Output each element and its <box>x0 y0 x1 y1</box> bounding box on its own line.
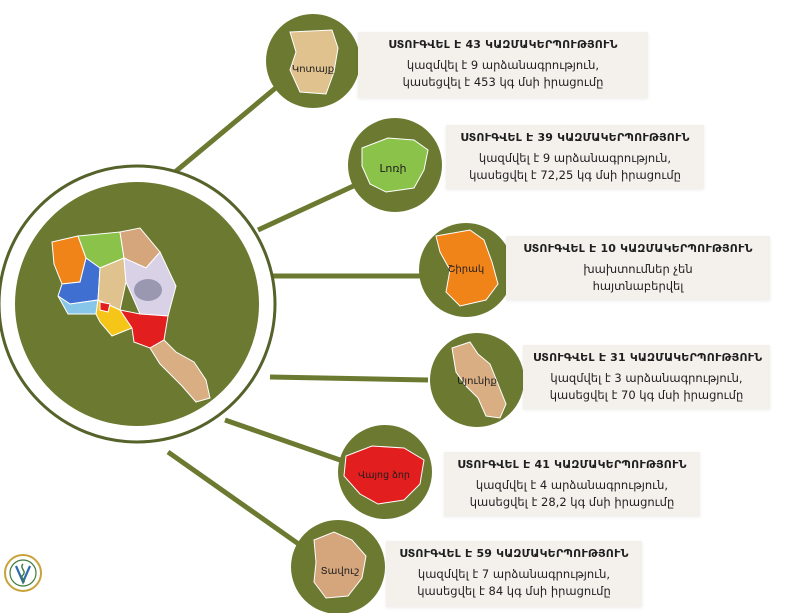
map-kotayk <box>97 257 127 311</box>
map-sevan <box>134 279 162 301</box>
card-line: կազմվել է 7 արձանագրություն, <box>417 567 611 581</box>
card-line: կասեցվել է 453 կգ մսի իրացումը <box>402 75 604 89</box>
card-line: կազմվել է 9 արձանագրություն, <box>478 151 672 165</box>
card-line: կազմվել է 3 արձանագրություն, <box>550 371 743 385</box>
card-header: ՍՏՈՒԳՎԵԼ Է 41 ԿԱԶՄԱԿԵՐՊՈՒԹՅՈՒՆ <box>457 458 687 471</box>
card-line: կասեցվել է 72,25 կգ մսի իրացումը <box>469 168 681 182</box>
connector-kotayk <box>173 84 280 174</box>
medallion-lori: Լոռի <box>348 118 442 212</box>
label-shirak: Շիրակ <box>448 264 484 275</box>
label-tavush: Տավուշ <box>321 566 360 577</box>
connector-lori <box>256 180 362 233</box>
connector-syunik <box>269 374 429 383</box>
label-lori: Լոռի <box>380 162 407 175</box>
medallion-tavush: Տավուշ <box>291 520 385 613</box>
info-card-tavush: ՍՏՈՒԳՎԵԼ Է 59 ԿԱԶՄԱԿԵՐՊՈՒԹՅՈՒՆ կազմվել է… <box>386 541 642 607</box>
card-header: ՍՏՈՒԳՎԵԼ Է 10 ԿԱԶՄԱԿԵՐՊՈՒԹՅՈՒՆ <box>523 242 753 255</box>
label-vayots-dzor: Վայոց ձոր <box>358 470 410 481</box>
map-yerevan <box>99 301 111 313</box>
info-card-vayots-dzor: ՍՏՈՒԳՎԵԼ Է 41 ԿԱԶՄԱԿԵՐՊՈՒԹՅՈՒՆ կազմվել է… <box>444 452 700 516</box>
info-card-shirak: ՍՏՈՒԳՎԵԼ Է 10 ԿԱԶՄԱԿԵՐՊՈՒԹՅՈՒՆ խախտումնե… <box>506 236 770 300</box>
lori-shape <box>361 137 429 193</box>
vayots-shape <box>343 445 425 505</box>
connector-tavush <box>166 449 302 548</box>
shirak-shape <box>435 229 499 307</box>
card-line: կասեցվել է 84 կգ մսի իրացումը <box>417 584 611 598</box>
info-card-lori: ՍՏՈՒԳՎԵԼ Է 39 ԿԱԶՄԱԿԵՐՊՈՒԹՅՈՒՆ կազմվել է… <box>446 125 704 189</box>
info-card-syunik: ՍՏՈՒԳՎԵԼ Է 31 ԿԱԶՄԱԿԵՐՊՈՒԹՅՈՒՆ կազմվել է… <box>523 345 770 409</box>
card-line: կազմվել է 4 արձանագրություն, <box>475 478 669 492</box>
armenia-map <box>51 227 211 403</box>
label-syunik: Սյունիք <box>457 376 497 387</box>
info-card-kotayk: ՍՏՈՒԳՎԵԼ Է 43 ԿԱԶՄԱԿԵՐՊՈՒԹՅՈՒՆ կազմվել է… <box>358 32 648 98</box>
card-line: կասեցվել է 70 կգ մսի իրացումը <box>549 388 744 402</box>
card-header: ՍՏՈՒԳՎԵԼ Է 59 ԿԱԶՄԱԿԵՐՊՈՒԹՅՈՒՆ <box>399 547 629 560</box>
card-line: խախտումներ չեն <box>583 262 693 276</box>
medallion-shirak: Շիրակ <box>419 223 513 317</box>
card-line: կազմվել է 9 արձանագրություն, <box>406 58 600 72</box>
syunik-shape <box>451 341 507 419</box>
card-header: ՍՏՈՒԳՎԵԼ Է 39 ԿԱԶՄԱԿԵՐՊՈՒԹՅՈՒՆ <box>460 131 690 144</box>
kotayk-shape <box>289 29 339 95</box>
card-header: ՍՏՈՒԳՎԵԼ Է 31 ԿԱԶՄԱԿԵՐՊՈՒԹՅՈՒՆ <box>533 351 763 364</box>
map-syunik <box>149 339 211 403</box>
tavush-shape <box>313 531 367 599</box>
medallion-syunik: Սյունիք <box>430 333 524 427</box>
card-header: ՍՏՈՒԳՎԵԼ Է 43 ԿԱԶՄԱԿԵՐՊՈՒԹՅՈՒՆ <box>388 38 618 51</box>
medallion-vayots-dzor: Վայոց ձոր <box>338 425 432 519</box>
connector-vayots <box>224 417 341 463</box>
label-kotayk: Կոտայք <box>292 64 334 75</box>
veterinary-logo-icon <box>4 554 42 592</box>
medallion-kotayk: Կոտայք <box>266 14 360 108</box>
card-line: կասեցվել է 28,2 կգ մսի իրացումը <box>469 495 675 509</box>
card-line: հայտնաբերվել <box>592 279 684 293</box>
